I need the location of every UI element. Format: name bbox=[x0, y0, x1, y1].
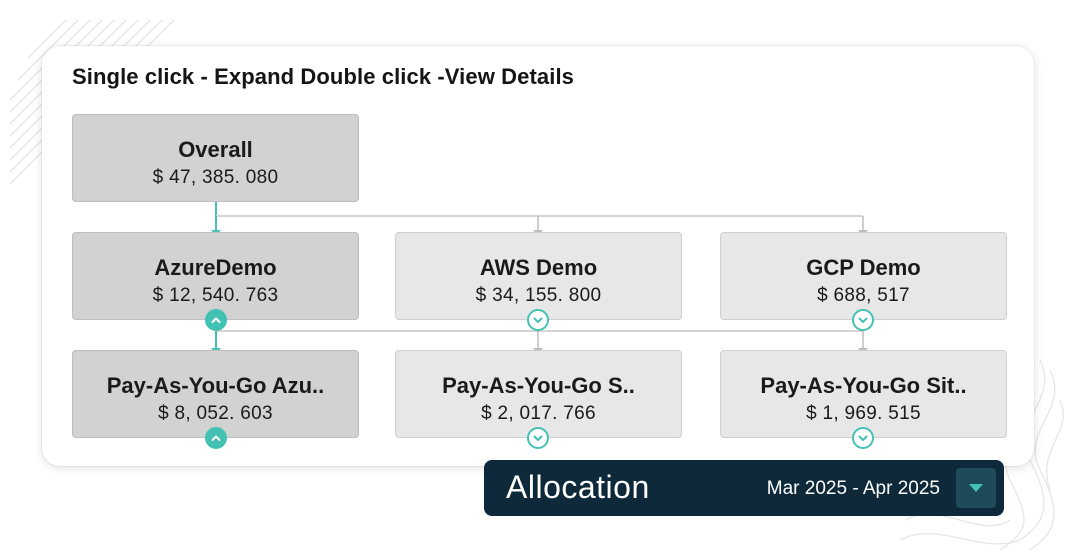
node-amount: $ 8, 052. 603 bbox=[158, 403, 273, 424]
allocation-title: Allocation bbox=[506, 469, 650, 505]
chevron-down-icon bbox=[533, 435, 543, 441]
node-title: GCP Demo bbox=[806, 255, 921, 280]
collapse-toggle-pay-as-you-go-azure[interactable] bbox=[205, 427, 227, 449]
node-pay-as-you-go-aws[interactable]: Pay-As-You-Go S.. $ 2, 017. 766 bbox=[395, 350, 682, 438]
node-aws-demo[interactable]: AWS Demo $ 34, 155. 800 bbox=[395, 232, 682, 320]
expand-toggle-gcp-demo[interactable] bbox=[852, 309, 874, 331]
tree-connectors bbox=[211, 202, 868, 354]
expand-toggle-pay-as-you-go-aws[interactable] bbox=[527, 427, 549, 449]
node-title: Pay-As-You-Go S.. bbox=[442, 373, 635, 398]
date-range-label[interactable]: Mar 2025 - Apr 2025 bbox=[766, 478, 940, 499]
node-amount: $ 34, 155. 800 bbox=[475, 285, 602, 306]
node-amount: $ 2, 017. 766 bbox=[481, 403, 596, 424]
node-amount: $ 47, 385. 080 bbox=[152, 167, 279, 188]
node-amount: $ 688, 517 bbox=[817, 285, 910, 306]
node-amount: $ 1, 969. 515 bbox=[806, 403, 921, 424]
node-title: Overall bbox=[178, 137, 253, 162]
allocation-bar: Allocation Mar 2025 - Apr 2025 bbox=[484, 460, 1004, 516]
node-title: Pay-As-You-Go Azu.. bbox=[106, 373, 325, 398]
node-title: AWS Demo bbox=[479, 255, 598, 280]
chevron-down-icon bbox=[533, 317, 543, 323]
chevron-up-icon bbox=[211, 435, 221, 441]
node-pay-as-you-go-azure[interactable]: Pay-As-You-Go Azu.. $ 8, 052. 603 bbox=[72, 350, 359, 438]
node-gcp-demo[interactable]: GCP Demo $ 688, 517 bbox=[720, 232, 1007, 320]
expand-toggle-aws-demo[interactable] bbox=[527, 309, 549, 331]
node-overall[interactable]: Overall $ 47, 385. 080 bbox=[72, 114, 359, 202]
date-range-dropdown-button[interactable] bbox=[956, 468, 996, 508]
node-title: Pay-As-You-Go Sit.. bbox=[760, 373, 967, 398]
instructions-heading: Single click - Expand Double click -View… bbox=[72, 64, 575, 89]
cost-tree-panel: Single click - Expand Double click -View… bbox=[42, 46, 1034, 466]
caret-down-icon bbox=[969, 484, 983, 492]
expand-toggle-pay-as-you-go-gcp[interactable] bbox=[852, 427, 874, 449]
chevron-down-icon bbox=[858, 317, 868, 323]
node-pay-as-you-go-gcp[interactable]: Pay-As-You-Go Sit.. $ 1, 969. 515 bbox=[720, 350, 1007, 438]
collapse-toggle-azuredemo[interactable] bbox=[205, 309, 227, 331]
chevron-down-icon bbox=[858, 435, 868, 441]
node-azuredemo[interactable]: AzureDemo $ 12, 540. 763 bbox=[72, 232, 359, 320]
node-amount: $ 12, 540. 763 bbox=[152, 285, 279, 306]
chevron-up-icon bbox=[211, 317, 221, 323]
node-title: AzureDemo bbox=[154, 255, 277, 280]
